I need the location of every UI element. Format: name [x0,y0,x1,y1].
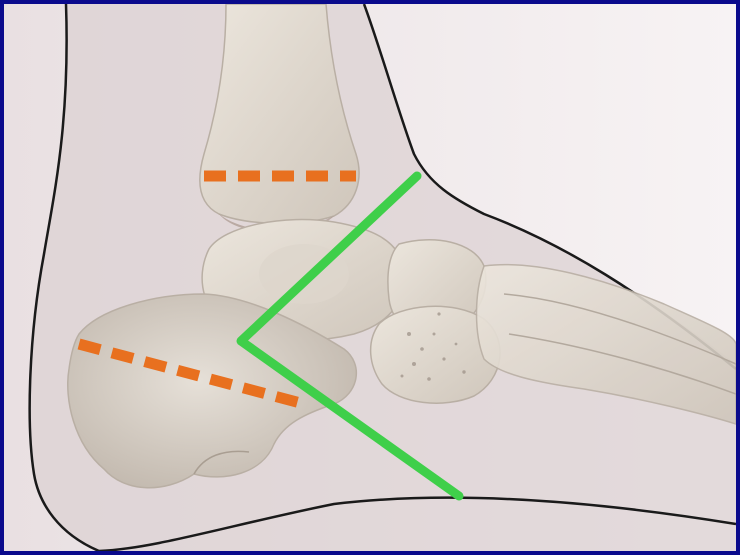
ankle-illustration [4,4,736,551]
ankle-svg [4,4,736,551]
